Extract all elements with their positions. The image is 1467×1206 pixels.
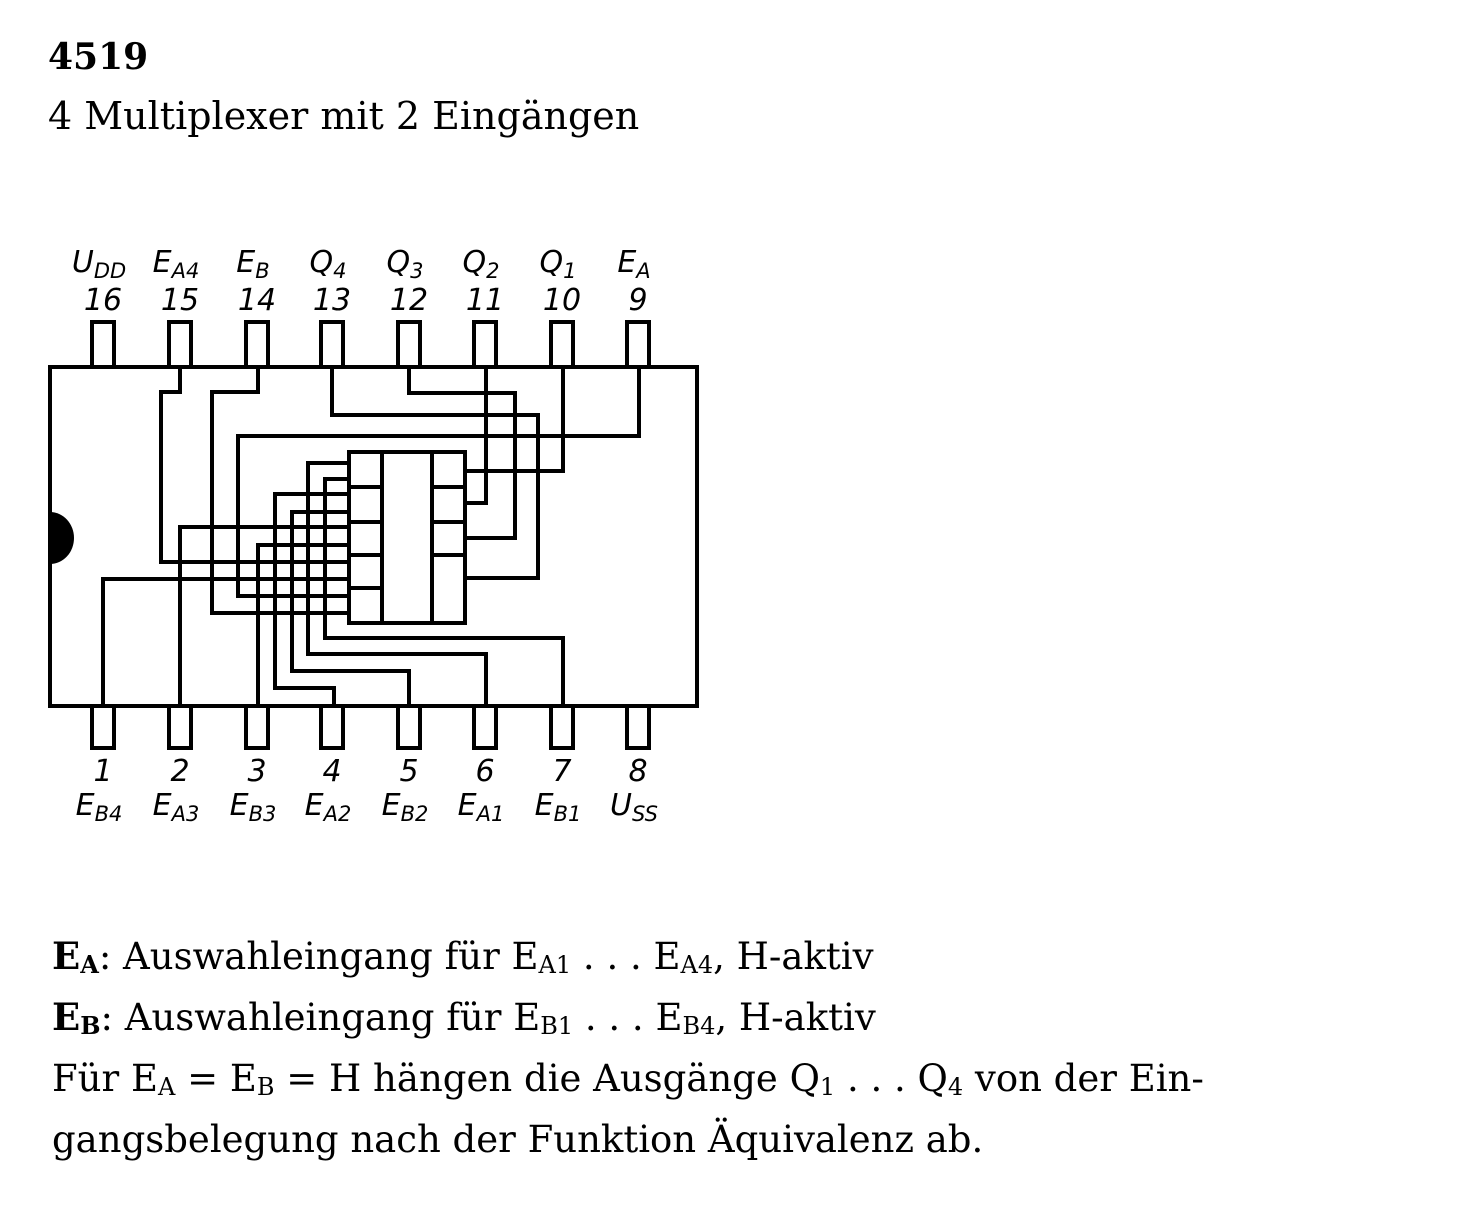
pin-13 xyxy=(319,320,345,369)
pin-14 xyxy=(244,320,270,369)
pin-name: EB1 xyxy=(535,788,582,826)
pin-name: Q4 xyxy=(310,245,347,283)
pin-number: 5 xyxy=(399,754,418,789)
pin-name: Q2 xyxy=(463,245,500,283)
pin-number: 10 xyxy=(543,283,581,318)
pin-number: 9 xyxy=(628,283,647,318)
pin-2 xyxy=(167,704,193,750)
pin-name: EA xyxy=(617,245,650,283)
description-line-1: EA: Auswahleingang für EA1 . . . EA4, H-… xyxy=(52,934,874,979)
pin-name: EB xyxy=(236,245,269,283)
description-line-3: Für EA = EB = H hängen die Ausgänge Q1 .… xyxy=(52,1057,1204,1101)
pin-number: 11 xyxy=(466,283,504,318)
pin-number: 14 xyxy=(238,283,276,318)
pin-number: 8 xyxy=(628,754,647,789)
pin-number: 13 xyxy=(313,283,351,318)
pin-name: EA4 xyxy=(153,245,200,283)
wire-pin5 xyxy=(290,510,411,706)
pin-15 xyxy=(167,320,193,369)
wire-pin11 xyxy=(465,367,488,505)
pin-12 xyxy=(396,320,422,369)
multiplexer-block xyxy=(347,450,467,625)
pin-name: USS xyxy=(610,788,658,826)
pin-number: 3 xyxy=(247,754,266,789)
pin-1 xyxy=(90,704,116,750)
description-line-4: gangsbelegung nach der Funktion Äquivale… xyxy=(52,1118,984,1161)
wire-pin13 xyxy=(330,367,540,580)
pin-number: 2 xyxy=(170,754,189,789)
wire-pin6 xyxy=(306,461,488,706)
pin-number: 15 xyxy=(161,283,199,318)
description-line-2: EB: Auswahleingang für EB1 . . . EB4, H-… xyxy=(52,995,876,1040)
chip-number-title: 4519 xyxy=(48,36,149,78)
wire-pin1 xyxy=(101,577,351,706)
wire-pin15 xyxy=(159,367,351,564)
pin-name: UDD xyxy=(72,245,126,283)
pin-6 xyxy=(472,704,498,750)
pin-name: EA2 xyxy=(305,788,352,826)
pin-16 xyxy=(90,320,116,369)
pin-10 xyxy=(549,320,575,369)
wire-pin7 xyxy=(323,477,565,706)
pin-4 xyxy=(319,704,345,750)
internal-wiring xyxy=(101,367,641,706)
pin-number: 1 xyxy=(93,754,112,789)
pin-name: Q1 xyxy=(540,245,577,283)
pin-number: 16 xyxy=(84,283,122,318)
pin-name: EB3 xyxy=(230,788,277,826)
pin-9 xyxy=(625,320,651,369)
pin-number: 4 xyxy=(322,754,341,789)
pin-number: 7 xyxy=(552,754,571,789)
wire-pin3 xyxy=(256,543,351,706)
pin-name: EB4 xyxy=(76,788,123,826)
pin-7 xyxy=(549,704,575,750)
pin-name: EA1 xyxy=(458,788,505,826)
pin-11 xyxy=(472,320,498,369)
wire-pin10 xyxy=(465,367,565,473)
pin-name: Q3 xyxy=(387,245,424,283)
pin-3 xyxy=(244,704,270,750)
wire-pin4 xyxy=(273,492,351,706)
pin-8 xyxy=(625,704,651,750)
pin-name: EA3 xyxy=(153,788,200,826)
pin-number: 12 xyxy=(390,283,428,318)
chip-description-title: 4 Multiplexer mit 2 Eingängen xyxy=(48,94,640,138)
description: EA: Auswahleingang für EA1 . . . EA4, H-… xyxy=(52,926,1204,1170)
pin-number: 6 xyxy=(475,754,494,789)
pin-5 xyxy=(396,704,422,750)
pin-name: EB2 xyxy=(382,788,429,826)
orientation-notch xyxy=(50,512,74,564)
wire-pin12 xyxy=(407,367,517,540)
